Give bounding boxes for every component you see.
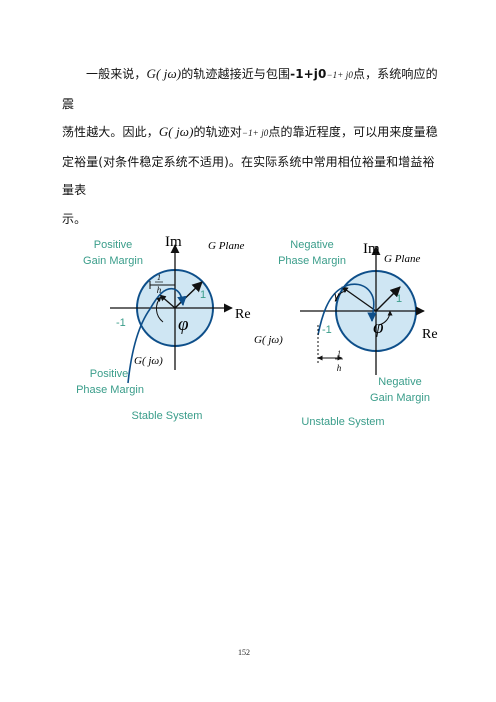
phase-arc [155,296,164,323]
svg-text:γ: γ [334,288,339,302]
svg-text:1: 1 [157,273,161,282]
svg-text:1: 1 [337,349,341,358]
nyquist-figure: Positive Gain Margin Im G Plane Re 1 h 1… [76,234,438,428]
body-paragraph: 一般来说，G( jω)的轨迹越接近与包围-1+j0−1+ j0点，系统响应的震 … [62,60,442,233]
svg-text:Stable System: Stable System [132,410,203,422]
page-number: 152 [238,648,250,657]
gamma-arc [335,290,347,302]
svg-text:Gain Margin: Gain Margin [83,255,143,267]
svg-text:Gain Margin: Gain Margin [370,392,430,404]
unit-vector [375,286,401,312]
svg-text:Re: Re [235,307,251,322]
gain-crossover-vector [159,294,176,309]
phase-arc [377,310,393,326]
svg-text:G Plane: G Plane [208,240,244,252]
para-line-1: 一般来说，G( jω)的轨迹越接近与包围-1+j0−1+ j0点，系统响应的震 [62,66,438,111]
svg-text:φ: φ [373,317,384,338]
para-line-4: 示。 [62,211,87,226]
svg-text:Re: Re [422,327,438,342]
svg-text:Positive: Positive [90,368,129,380]
svg-text:h: h [157,285,162,295]
svg-text:Phase Margin: Phase Margin [278,255,346,267]
para-line-3: 定裕量(对条件稳定系统不适用)。在实际系统中常用相位裕量和增益裕量表 [62,154,435,198]
svg-text:h: h [337,363,342,373]
svg-text:Unstable System: Unstable System [301,416,384,428]
svg-text:G( jω): G( jω) [134,355,163,367]
svg-text:1: 1 [396,293,402,305]
para-line-2: 荡性越大。因此，G( jω)的轨迹对−1+ j0点的靠近程度，可以用来度量稳 [62,124,438,139]
gain-crossover-vector [341,286,377,312]
svg-text:Negative: Negative [290,239,333,251]
unstable-system-diagram: Negative Phase Margin Im G Plane Re γ 1 … [254,239,438,428]
svg-text:-1: -1 [322,324,332,336]
svg-text:-1: -1 [116,317,126,329]
stable-system-diagram: Positive Gain Margin Im G Plane Re 1 h 1… [76,234,251,422]
svg-text:Im: Im [363,241,380,257]
svg-text:1: 1 [200,289,206,301]
svg-text:Im: Im [165,234,182,250]
nyquist-curve [317,283,377,336]
svg-text:φ: φ [178,314,189,335]
svg-text:Phase Margin: Phase Margin [76,384,144,396]
nyquist-curve [127,287,187,384]
svg-text:G( jω): G( jω) [254,334,283,346]
svg-text:Positive: Positive [94,239,133,251]
svg-text:Negative: Negative [378,376,421,388]
svg-text:G Plane: G Plane [384,253,420,265]
